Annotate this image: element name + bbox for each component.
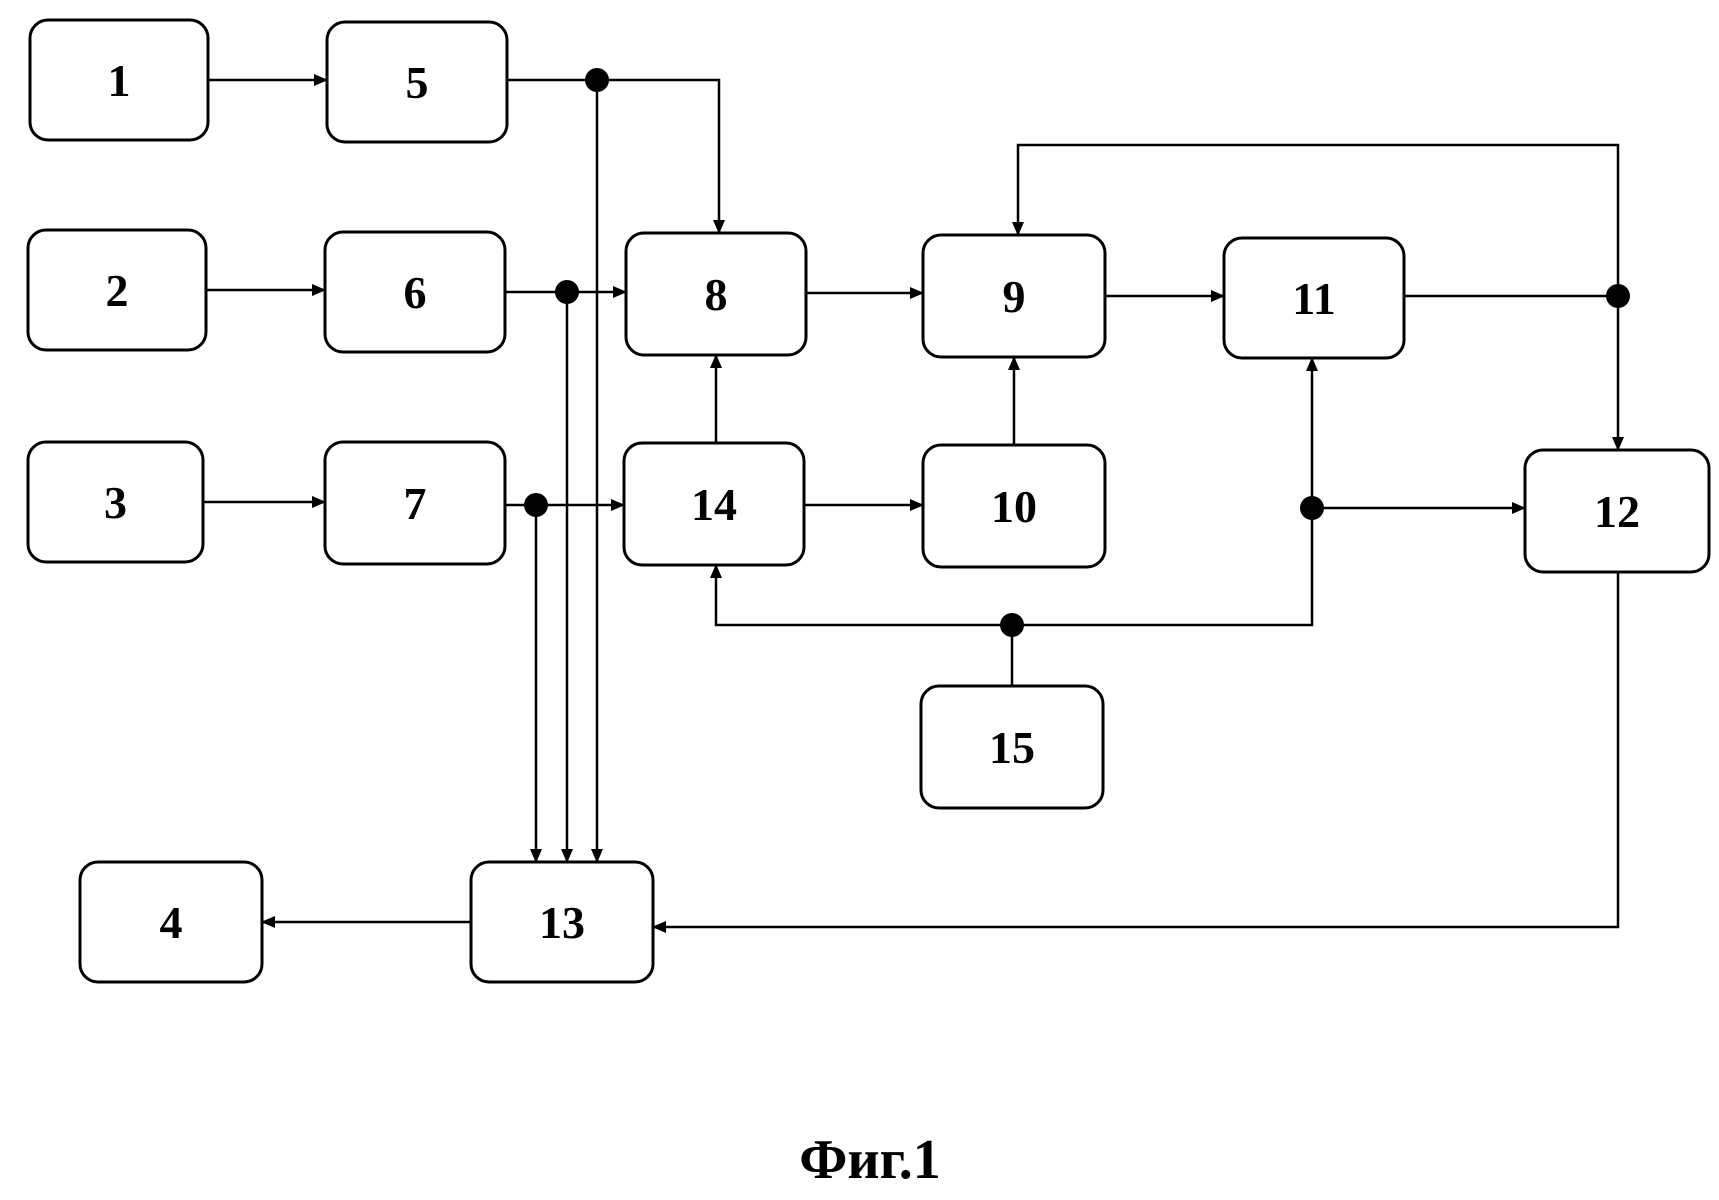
block-label: 1 bbox=[108, 55, 131, 106]
block-label: 7 bbox=[404, 478, 427, 529]
figure-caption: Фиг.1 bbox=[799, 1129, 940, 1191]
block-label: 14 bbox=[691, 479, 737, 530]
block-7: 7 bbox=[325, 442, 505, 564]
junction-dot bbox=[1300, 496, 1324, 520]
connection-line bbox=[507, 80, 719, 233]
block-5: 5 bbox=[327, 22, 507, 142]
block-12: 12 bbox=[1525, 450, 1709, 572]
block-label: 5 bbox=[406, 57, 429, 108]
connection-line bbox=[716, 565, 1012, 625]
block-14: 14 bbox=[624, 443, 804, 565]
block-13: 13 bbox=[471, 862, 653, 982]
block-label: 10 bbox=[991, 481, 1037, 532]
block-label: 4 bbox=[160, 897, 183, 948]
block-15: 15 bbox=[921, 686, 1103, 808]
junction-dot bbox=[1000, 613, 1024, 637]
junction-dot bbox=[1606, 284, 1630, 308]
block-8: 8 bbox=[626, 233, 806, 355]
block-1: 1 bbox=[30, 20, 208, 140]
block-3: 3 bbox=[28, 442, 203, 562]
block-label: 9 bbox=[1003, 271, 1026, 322]
block-4: 4 bbox=[80, 862, 262, 982]
block-label: 8 bbox=[705, 269, 728, 320]
block-label: 6 bbox=[404, 267, 427, 318]
block-6: 6 bbox=[325, 232, 505, 352]
junction-dot bbox=[585, 68, 609, 92]
junction-dot bbox=[555, 280, 579, 304]
block-11: 11 bbox=[1224, 238, 1404, 358]
block-label: 13 bbox=[539, 897, 585, 948]
block-label: 3 bbox=[104, 477, 127, 528]
block-label: 12 bbox=[1594, 486, 1640, 537]
block-9: 9 bbox=[923, 235, 1105, 357]
block-label: 15 bbox=[989, 722, 1035, 773]
block-10: 10 bbox=[923, 445, 1105, 567]
block-2: 2 bbox=[28, 230, 206, 350]
junction-dot bbox=[524, 493, 548, 517]
block-label: 2 bbox=[106, 265, 129, 316]
block-label: 11 bbox=[1292, 273, 1335, 324]
